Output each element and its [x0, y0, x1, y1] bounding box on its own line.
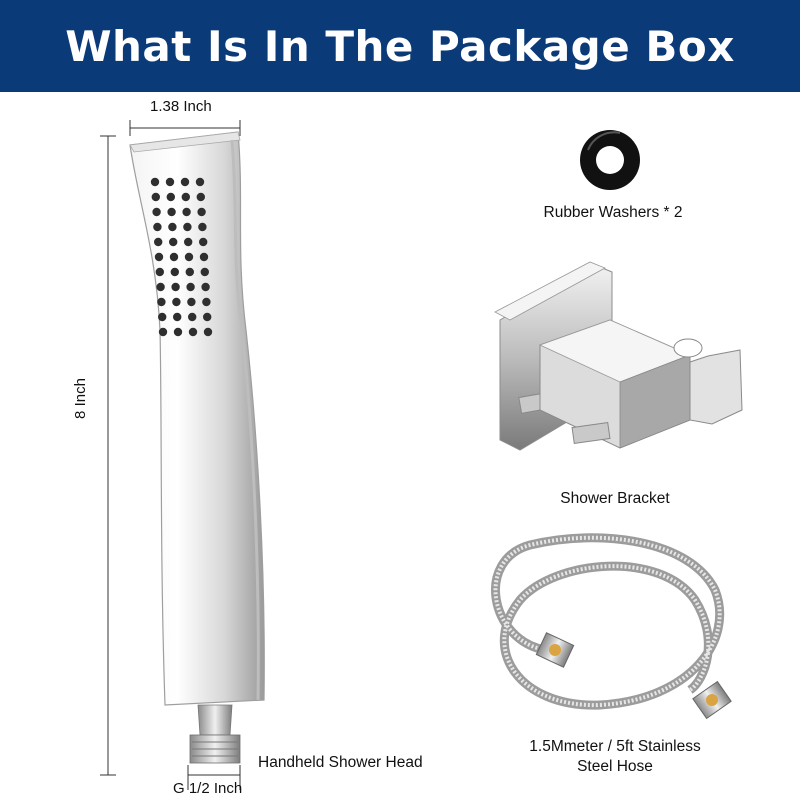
- nozzle-dot: [173, 327, 183, 337]
- nozzle-dot: [172, 297, 181, 307]
- nozzle-dot: [173, 312, 182, 322]
- nozzle-dot: [185, 267, 194, 277]
- nozzle-dot: [181, 192, 190, 202]
- width-dimension-label: 1.38 Inch: [150, 98, 212, 115]
- nozzle-dot: [188, 312, 197, 322]
- nozzle-dot: [198, 222, 207, 232]
- bracket-icon: [494, 261, 743, 451]
- hose-label-line1: 1.5Mmeter / 5ft Stainless: [529, 738, 701, 755]
- nozzle-dot: [187, 297, 196, 307]
- nozzle-dot: [151, 192, 160, 202]
- hose-icon: [491, 533, 732, 720]
- shower-head-icon: [129, 131, 265, 764]
- washer-icon: [580, 130, 640, 190]
- nozzle-dot: [170, 267, 179, 277]
- nozzle-dot: [165, 177, 175, 187]
- length-dimension-line: [100, 135, 116, 776]
- nozzle-dot: [184, 237, 193, 247]
- nozzle-dot: [157, 297, 166, 307]
- nozzle-dot: [180, 177, 190, 187]
- nozzle-dot: [203, 312, 212, 322]
- nozzle-dot: [195, 177, 205, 187]
- nozzle-dot: [201, 282, 210, 292]
- nozzle-dot: [196, 192, 205, 202]
- nozzle-dot: [154, 252, 164, 262]
- nozzle-dot: [199, 252, 209, 262]
- nozzle-dot: [155, 267, 164, 277]
- nozzle-dot: [167, 207, 176, 217]
- length-dimension-label: 8 Inch: [71, 378, 89, 419]
- nozzle-dot: [166, 192, 175, 202]
- nozzle-dot: [197, 207, 206, 217]
- nozzle-dot: [153, 222, 162, 232]
- connector-dimension-line: [187, 765, 241, 790]
- hose-label-line2: Steel Hose: [577, 758, 653, 775]
- nozzle-dot: [156, 282, 165, 292]
- nozzle-dot: [154, 237, 163, 247]
- nozzle-dot: [186, 282, 195, 292]
- nozzle-dot: [150, 177, 160, 187]
- shower-head-label: Handheld Shower Head: [258, 754, 423, 771]
- washers-label: Rubber Washers * 2: [543, 204, 683, 221]
- nozzle-dot: [168, 222, 177, 232]
- nozzle-dot: [188, 327, 198, 337]
- nozzle-dot: [184, 252, 194, 262]
- nozzle-dot: [158, 312, 167, 322]
- nozzle-dot: [171, 282, 180, 292]
- nozzle-dot: [158, 327, 168, 337]
- nozzle-dot: [200, 267, 209, 277]
- nozzle-dot: [169, 237, 178, 247]
- nozzle-dot: [199, 237, 208, 247]
- page-title: What Is In The Package Box: [65, 21, 735, 71]
- width-dimension-line: [129, 120, 241, 136]
- connector-dimension-label: G 1/2 Inch: [173, 780, 243, 797]
- bracket-label: Shower Bracket: [560, 490, 670, 507]
- nozzle-dot: [183, 222, 192, 232]
- nozzle-dot: [202, 297, 211, 307]
- header-banner: What Is In The Package Box: [0, 0, 800, 92]
- nozzle-dot: [203, 327, 213, 337]
- nozzle-dot: [169, 252, 179, 262]
- nozzle-dot: [182, 207, 191, 217]
- nozzle-dot: [152, 207, 161, 217]
